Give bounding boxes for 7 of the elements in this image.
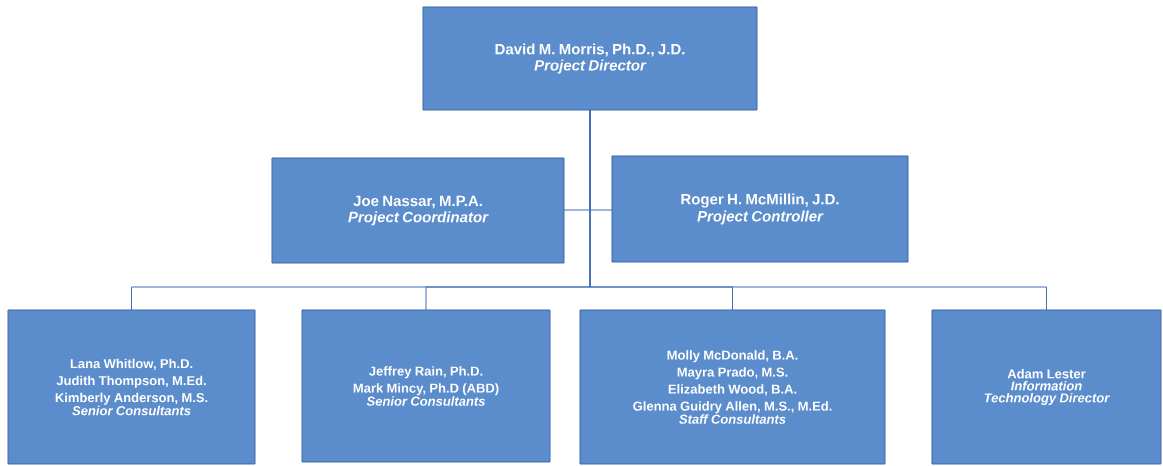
person-box: David M. Morris, Ph.D., J.D. Project Director — [422, 6, 758, 111]
person-box: Adam Lester Information Technology Director — [931, 309, 1162, 465]
person-box: Roger H. McMillin, J.D. Project Controller — [611, 155, 909, 263]
person-box: Lana Whitlow, Ph.D. Judith Thompson, M.Ed. Kimberly Anderson, M.S. Senior Consultants — [7, 309, 256, 465]
person-box: Molly McDonald, B.A. Mayra Prado, M.S. Elizabeth Wood, B.A. Glenna Guidry Allen, M.S., M.Ed. Staff Consultants — [579, 309, 886, 465]
person-box: Joe Nassar, M.P.A. Project Coordinator — [271, 157, 565, 264]
person-box: Jeffrey Rain, Ph.D. Mark Mincy, Ph.D (ABD) Senior Consultants — [301, 309, 551, 463]
